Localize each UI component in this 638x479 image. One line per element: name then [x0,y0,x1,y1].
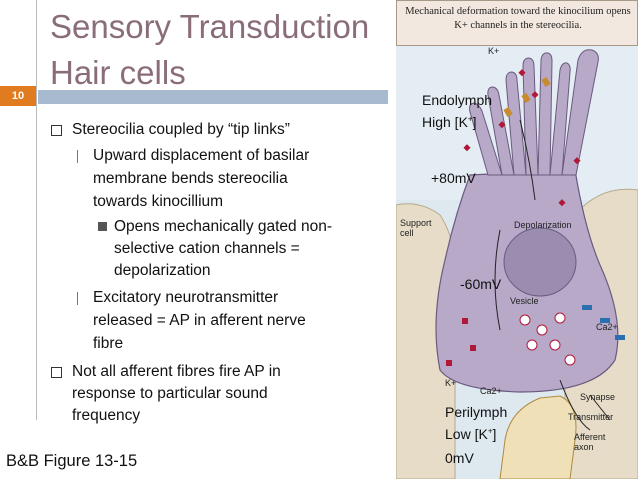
slide-number: 10 [0,86,36,106]
vesicle-label: Vesicle [510,296,539,306]
plus80-label: +80mV [431,170,476,186]
k-top-label: K+ [488,46,500,56]
afferent-terminal [499,395,577,479]
high-k-text: High [K [422,114,468,130]
bullet-text: Opens mechanically gated non- [114,218,332,235]
high-k-sup: + [467,114,473,124]
transmitter-label: Transmitter [568,412,614,422]
endolymph-label: Endolymph [422,92,493,108]
tip-link-channels [503,77,551,117]
bullet-text: membrane bends stereocilia [93,170,288,187]
zero-label: 0mV [445,450,474,466]
bullet-text: fibre [93,335,124,352]
slide-title-line1: Sensory Transduction [50,8,370,45]
bullet-text: Not all afferent fibres fire AP in [72,363,281,380]
bullet-text: Excitatory neurotransmitter [93,289,279,306]
potassium-channels-bottom [446,318,476,366]
minus60-label: -60mV [460,276,502,292]
bullet-marker [98,222,107,231]
synapse-label: Synapse [580,392,616,402]
figure-header: Mechanical deformation toward the kinoci… [396,0,638,46]
bullet-text: Upward displacement of basilar [93,147,310,164]
flow-arrows [494,119,611,431]
low-k-sup: + [487,426,493,436]
bullet-text: depolarization [114,262,211,279]
perilymph-label: Perilymph [445,404,508,420]
slide-title-line2: Hair cells [50,54,186,91]
low-k-end: ] [492,426,497,442]
ca-right-label: Ca2+ [596,322,618,332]
k-bottom-label: K+ [445,378,457,388]
bullet-marker [77,150,83,163]
bullet-text: frequency [72,407,141,424]
bullet-text: released = AP in afferent nerve [93,312,306,329]
bullet-marker [51,125,62,136]
bullet-text: Stereocilia coupled by “tip links” [72,121,290,138]
depolarization-label: Depolarization [514,220,572,230]
vesicles [519,312,576,366]
bullet-marker [77,292,83,305]
calcium-channels [582,305,625,340]
afferent-axon-label: Afferent axon [574,432,606,452]
left-rule [36,0,37,420]
figure-header-text: Mechanical deformation toward the kinoci… [405,6,631,31]
bullet-text: selective cation channels = [114,240,300,257]
title-bar [38,90,388,104]
ca-bottom-label: Ca2+ [480,386,502,396]
bullet-text: towards kinocillium [93,193,224,210]
hair-cell-illustration [396,46,638,479]
high-k-label: High [K+] [422,114,476,130]
bullet-marker [51,367,62,378]
low-k-label: Low [K+] [445,426,496,442]
low-k-text: Low [K [445,426,488,442]
high-k-end: ] [472,114,477,130]
nucleus [503,227,577,297]
potassium-ions-top [463,69,581,207]
bullet-text: response to particular sound [72,385,268,402]
figure-caption: B&B Figure 13-15 [6,452,138,470]
support-cell-label: Support cell [400,218,432,238]
